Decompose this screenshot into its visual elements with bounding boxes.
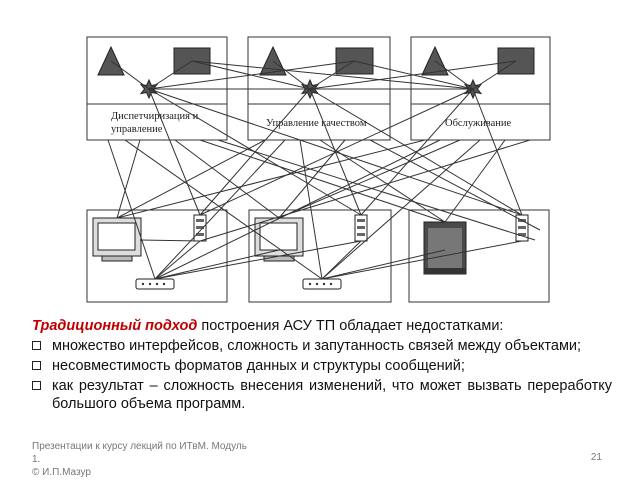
bottom-box-3 [408,209,550,303]
hub-icon [302,278,342,290]
bottom-box-1 [86,209,228,303]
top-box-1-label-line1: Диспетчиризация и [111,111,199,122]
architecture-diagram: Диспетчиризация и управление Управление … [86,36,551,303]
lead-rest: построения АСУ ТП обладает недостатками: [197,318,504,334]
description-block: Традиционный подход построения АСУ ТП об… [32,317,612,415]
top-box-3-label: Обслуживание [445,118,512,129]
checkbox-bullet-icon [32,381,41,390]
bottom-box-2 [248,209,392,303]
list-item: как результат – сложность внесения измен… [32,377,612,413]
monitor-icon [92,217,142,262]
hub-icon [135,278,175,290]
server-icon [423,221,467,275]
drawbacks-list: множество интерфейсов, сложность и запут… [32,337,612,413]
top-box-2-label: Управление качеством [266,118,367,129]
top-box-1-label-line2: управление [111,124,163,135]
footer: Презентации к курсу лекций по ИТвМ. Моду… [32,440,272,479]
page-number: 21 [590,452,602,463]
footer-line-2: 1. [32,454,41,465]
monitor-icon [254,217,304,262]
list-item: множество интерфейсов, сложность и запут… [32,337,612,355]
lead-paragraph: Традиционный подход построения АСУ ТП об… [32,317,612,335]
list-item: несовместимость форматов данных и структ… [32,357,612,375]
footer-line-3: © И.П.Мазур [32,467,91,478]
checkbox-bullet-icon [32,361,41,370]
checkbox-bullet-icon [32,341,41,350]
lead-emphasis: Традиционный подход [32,318,198,334]
footer-line-1: Презентации к курсу лекций по ИТвМ. Моду… [32,441,247,452]
